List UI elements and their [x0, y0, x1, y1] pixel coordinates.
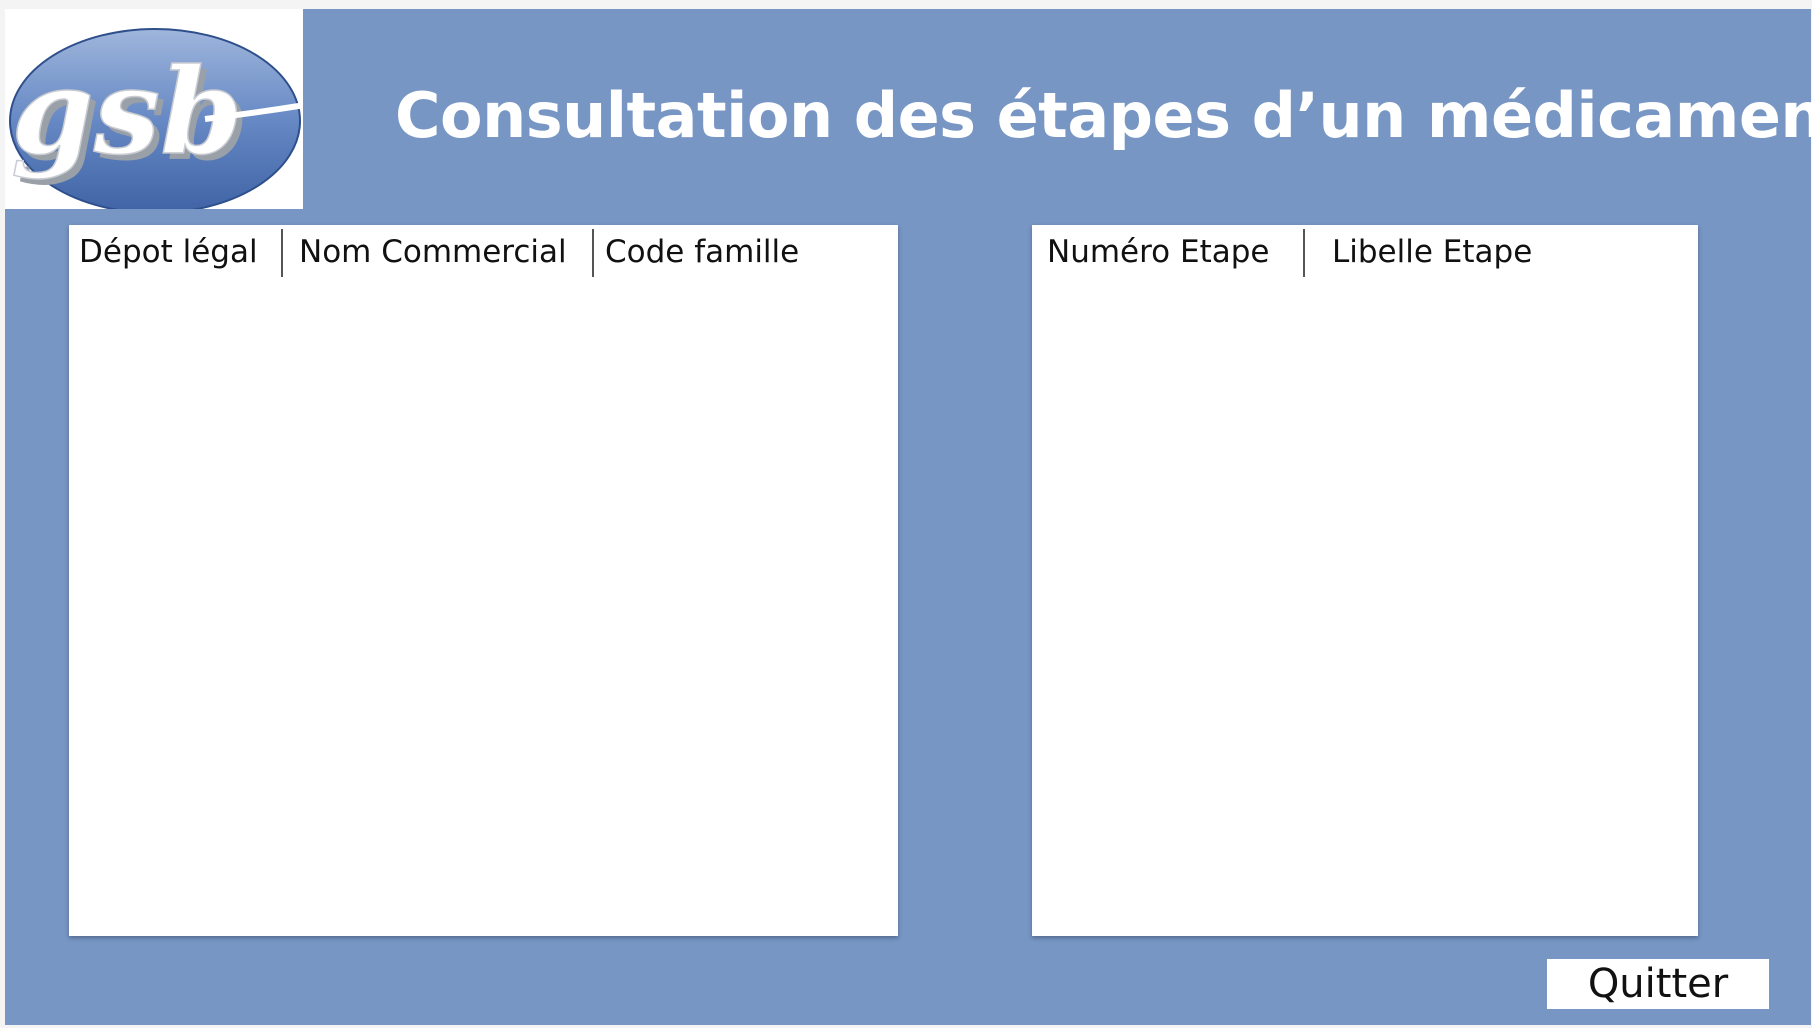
column-header-libelle-etape[interactable]: Libelle Etape [1332, 234, 1533, 270]
logo: gsb gsb [5, 9, 303, 209]
column-header-depot-legal[interactable]: Dépot légal [79, 234, 258, 270]
medicaments-list-header: Dépot légal Nom Commercial Code famille [69, 225, 898, 279]
medicaments-list[interactable]: Dépot légal Nom Commercial Code famille [69, 225, 898, 936]
etapes-list-header: Numéro Etape Libelle Etape [1032, 225, 1698, 279]
svg-text:gsb: gsb [11, 42, 242, 181]
main-window: gsb gsb Consultation des étapes d’un méd… [5, 9, 1812, 1025]
column-separator[interactable] [281, 229, 283, 277]
etapes-list[interactable]: Numéro Etape Libelle Etape [1032, 225, 1698, 936]
column-header-numero-etape[interactable]: Numéro Etape [1047, 234, 1270, 270]
column-header-nom-commercial[interactable]: Nom Commercial [299, 234, 567, 270]
etapes-list-body[interactable] [1032, 279, 1698, 936]
gsb-logo-icon: gsb gsb [9, 28, 303, 209]
column-separator[interactable] [592, 229, 594, 277]
medicaments-list-body[interactable] [69, 279, 898, 936]
quit-button[interactable]: Quitter [1547, 959, 1769, 1009]
column-header-code-famille[interactable]: Code famille [605, 234, 800, 270]
page-title: Consultation des étapes d’un médicament [395, 79, 1812, 152]
column-separator[interactable] [1303, 229, 1305, 277]
